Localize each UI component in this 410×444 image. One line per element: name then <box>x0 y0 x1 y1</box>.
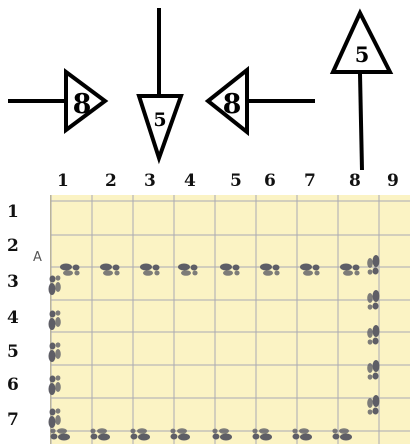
footprint <box>332 428 352 441</box>
column-number-7: 7 <box>304 171 316 191</box>
footprint <box>367 360 380 380</box>
footprint <box>90 428 110 441</box>
row-number-4: 4 <box>7 308 19 328</box>
footprint <box>178 263 198 276</box>
footprint <box>367 395 380 415</box>
arrow-number: 8 <box>223 89 242 120</box>
arrow-number: 8 <box>73 89 92 120</box>
column-number-4: 4 <box>184 171 196 191</box>
footprint <box>340 263 360 276</box>
arrow-down-5: 5 <box>136 8 184 165</box>
row-number-5: 5 <box>7 342 19 362</box>
footprint <box>212 428 232 441</box>
arrow-number: 5 <box>153 109 166 131</box>
footprint <box>367 290 380 310</box>
start-point-label: A <box>33 250 42 265</box>
row-number-2: 2 <box>7 236 19 256</box>
column-number-3: 3 <box>144 171 156 191</box>
footprint <box>100 263 120 276</box>
footprint <box>60 263 80 276</box>
footprint <box>260 263 280 276</box>
footprint <box>367 325 380 345</box>
column-number-2: 2 <box>105 171 117 191</box>
arrow-up-5: 5 <box>329 8 394 171</box>
footprint <box>130 428 150 441</box>
row-number-6: 6 <box>7 375 19 395</box>
arrow-number: 5 <box>355 42 370 67</box>
footprint <box>48 275 61 295</box>
footprint <box>300 263 320 276</box>
footprint <box>48 375 61 395</box>
column-number-9: 9 <box>387 171 399 191</box>
row-number-1: 1 <box>7 202 19 222</box>
arrow-left-8: 8 <box>204 65 315 137</box>
footprint <box>48 310 61 330</box>
footprint <box>367 255 380 275</box>
footprint <box>48 342 61 362</box>
footprint <box>252 428 272 441</box>
footprint <box>50 428 70 441</box>
column-number-6: 6 <box>264 171 276 191</box>
row-number-7: 7 <box>7 410 19 430</box>
row-number-3: 3 <box>7 272 19 292</box>
arrow-instructions: 8 5 8 5 <box>8 8 394 171</box>
grid-board <box>50 195 410 444</box>
footprint <box>292 428 312 441</box>
column-number-1: 1 <box>57 171 69 191</box>
column-number-5: 5 <box>230 171 242 191</box>
footprint <box>220 263 240 276</box>
footprint <box>48 408 61 428</box>
footprint <box>140 263 160 276</box>
arrow-right-8: 8 <box>8 68 109 134</box>
footprint <box>170 428 190 441</box>
column-number-8: 8 <box>349 171 361 191</box>
